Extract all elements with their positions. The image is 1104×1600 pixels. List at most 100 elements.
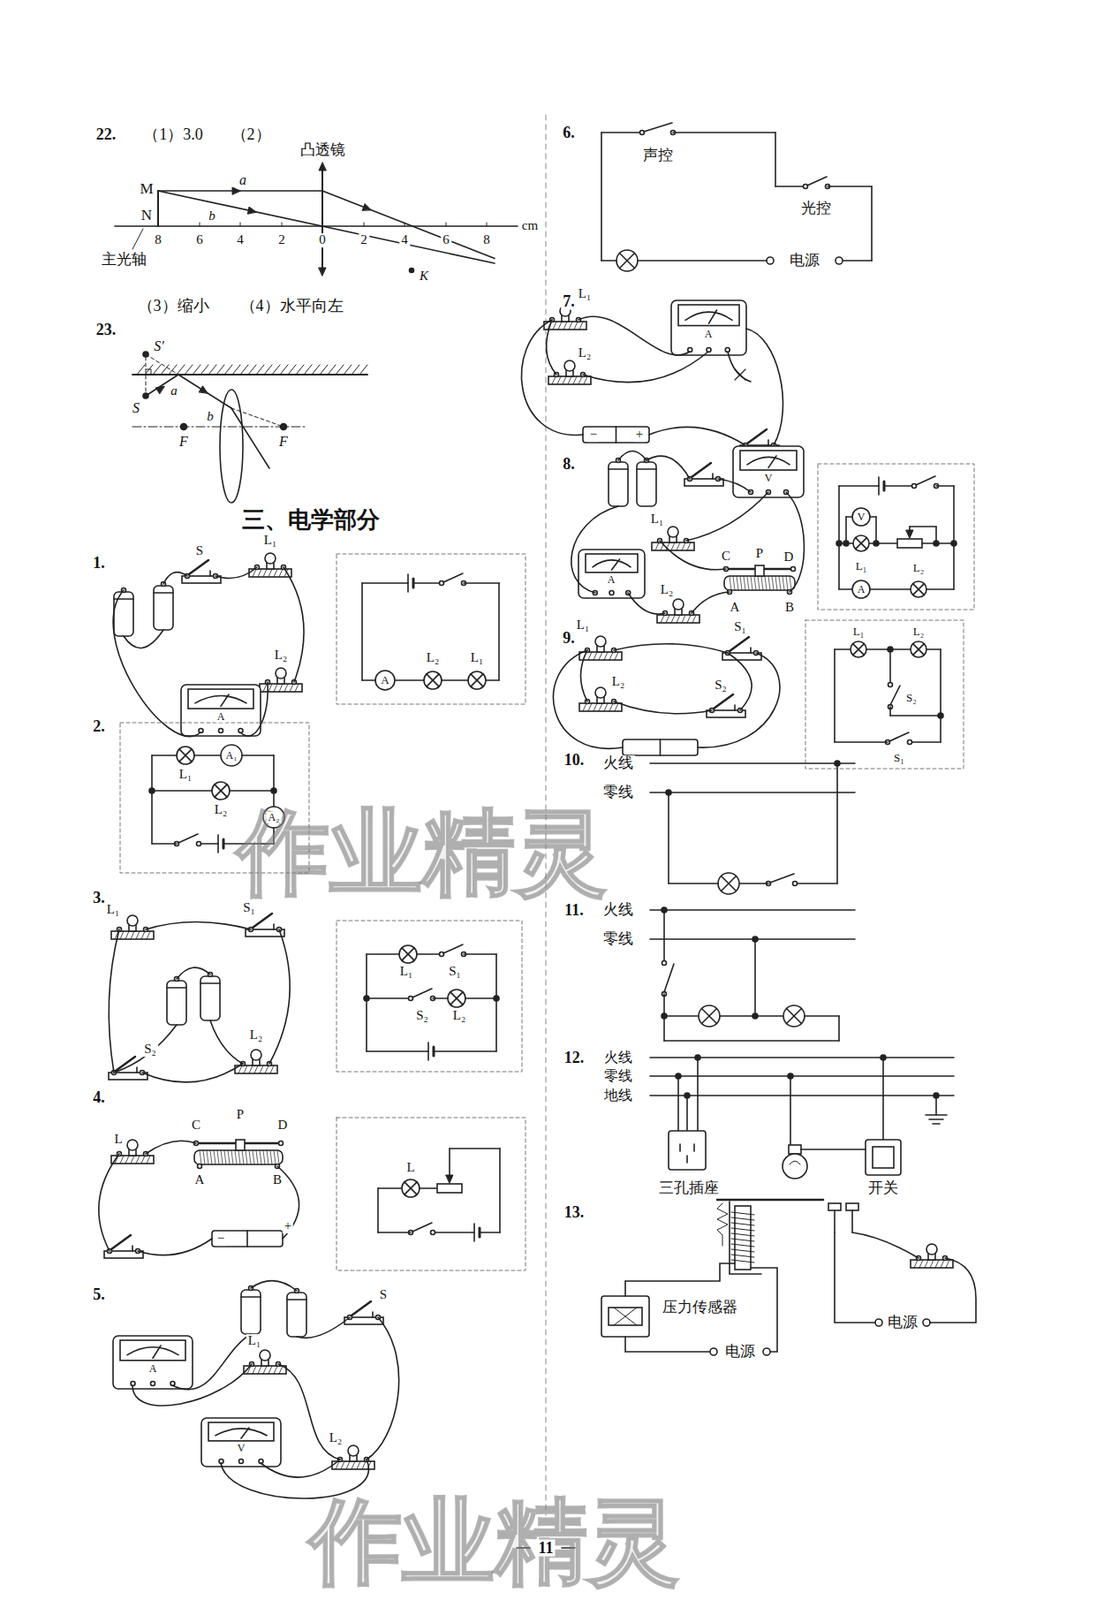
coil-turn bbox=[736, 575, 739, 590]
base-hatch bbox=[583, 376, 588, 385]
base-hatch bbox=[130, 1155, 135, 1164]
wire bbox=[686, 1095, 689, 1131]
wire bbox=[613, 643, 728, 653]
wire bbox=[194, 754, 221, 757]
component-label: V bbox=[235, 1442, 248, 1454]
axis-tick bbox=[240, 222, 242, 227]
base-hatch bbox=[924, 1259, 929, 1268]
live-wire bbox=[650, 762, 855, 764]
mirror-hatch bbox=[168, 364, 177, 375]
mirror-hatch bbox=[152, 364, 161, 375]
coil-turn bbox=[731, 1227, 755, 1231]
wire bbox=[834, 648, 851, 651]
principal-axis bbox=[132, 426, 305, 428]
mirror-hatch bbox=[240, 364, 249, 375]
component-label: S₁ bbox=[732, 620, 749, 635]
switch-clip bbox=[749, 647, 752, 653]
convex-lens bbox=[219, 389, 243, 503]
wire bbox=[839, 484, 879, 487]
coil-turn bbox=[199, 1149, 202, 1165]
coil-turn bbox=[249, 1149, 251, 1165]
lamp-cross bbox=[401, 947, 415, 961]
cell-band bbox=[608, 468, 628, 470]
wire bbox=[889, 706, 892, 716]
component-label: P bbox=[234, 1107, 246, 1122]
base-hatch bbox=[125, 1155, 129, 1164]
component-label: S₂ bbox=[712, 678, 729, 693]
wire bbox=[137, 1238, 212, 1256]
base-hatch bbox=[273, 568, 278, 577]
plane-mirror bbox=[132, 373, 368, 376]
component-label: A bbox=[147, 1362, 159, 1375]
base-hatch bbox=[930, 1259, 934, 1268]
base-hatch bbox=[582, 703, 587, 711]
mirror-hatch bbox=[319, 364, 328, 375]
switch-blade bbox=[412, 1222, 432, 1232]
coil-turn bbox=[273, 1149, 276, 1165]
component-label: L bbox=[404, 1160, 416, 1175]
base-hatch bbox=[130, 930, 135, 939]
coil-turn bbox=[213, 1149, 216, 1165]
point-label: b bbox=[206, 209, 218, 224]
component-label: L₂ bbox=[327, 1430, 344, 1445]
component-label: 火线 bbox=[601, 901, 636, 918]
contact bbox=[828, 1202, 841, 1210]
wire bbox=[869, 515, 877, 518]
component-label: B bbox=[783, 600, 796, 615]
lamp-base bbox=[651, 542, 695, 551]
component-label: S₁ bbox=[892, 751, 907, 764]
lamp-cross bbox=[913, 643, 925, 656]
base-hatch bbox=[671, 542, 675, 551]
component-label: 三孔插座 bbox=[657, 1179, 721, 1196]
rheostat-coil bbox=[724, 575, 795, 590]
meter-symbol bbox=[852, 507, 870, 526]
wire bbox=[172, 1333, 251, 1390]
lamp-symbol bbox=[401, 1179, 420, 1197]
construction-line bbox=[145, 356, 147, 394]
lamp-cross bbox=[470, 673, 484, 687]
coil-turn bbox=[270, 1149, 273, 1165]
wire bbox=[269, 929, 290, 1064]
wire bbox=[930, 1257, 976, 1323]
lamp-cross bbox=[620, 253, 636, 269]
question-number: 8. bbox=[560, 455, 577, 473]
meter-scale bbox=[685, 311, 733, 320]
wire bbox=[151, 754, 177, 757]
component-label: （1）3.0 bbox=[141, 126, 205, 144]
mirror-hatch bbox=[343, 364, 352, 375]
question-number: 11 bbox=[536, 1539, 555, 1557]
wire bbox=[696, 1057, 699, 1131]
lamp-cross bbox=[702, 1008, 718, 1024]
lamp-cross bbox=[620, 253, 636, 269]
component-label: + bbox=[634, 427, 645, 442]
light-ray bbox=[158, 190, 495, 264]
wire bbox=[553, 650, 623, 749]
mirror-hatch bbox=[192, 364, 201, 375]
socket-slot bbox=[693, 1143, 696, 1151]
cell-band bbox=[636, 468, 657, 470]
switch-blade bbox=[770, 873, 794, 883]
component-label: 8 bbox=[152, 233, 164, 248]
power-terminal bbox=[875, 1318, 883, 1326]
component-label: C bbox=[189, 1118, 203, 1133]
lamp-cross bbox=[179, 748, 192, 762]
wire bbox=[625, 1262, 735, 1296]
base-hatch bbox=[141, 930, 145, 939]
component-label: L₂ bbox=[212, 802, 229, 817]
wire bbox=[909, 741, 941, 743]
coil-turn bbox=[750, 575, 753, 590]
base-hatch bbox=[141, 1155, 145, 1164]
base-hatch bbox=[120, 1155, 124, 1164]
junction-dot bbox=[675, 1073, 681, 1079]
point-label: S bbox=[130, 400, 142, 416]
terminal bbox=[219, 728, 224, 734]
lamp-symbol bbox=[176, 746, 195, 764]
meter-scale bbox=[195, 695, 247, 703]
wire bbox=[845, 516, 847, 544]
component-label: + bbox=[282, 1218, 294, 1233]
component-label: 4 bbox=[399, 233, 410, 248]
wire bbox=[581, 650, 589, 702]
coil-turn bbox=[754, 575, 757, 590]
wire bbox=[786, 491, 804, 592]
base-hatch bbox=[945, 1259, 950, 1268]
